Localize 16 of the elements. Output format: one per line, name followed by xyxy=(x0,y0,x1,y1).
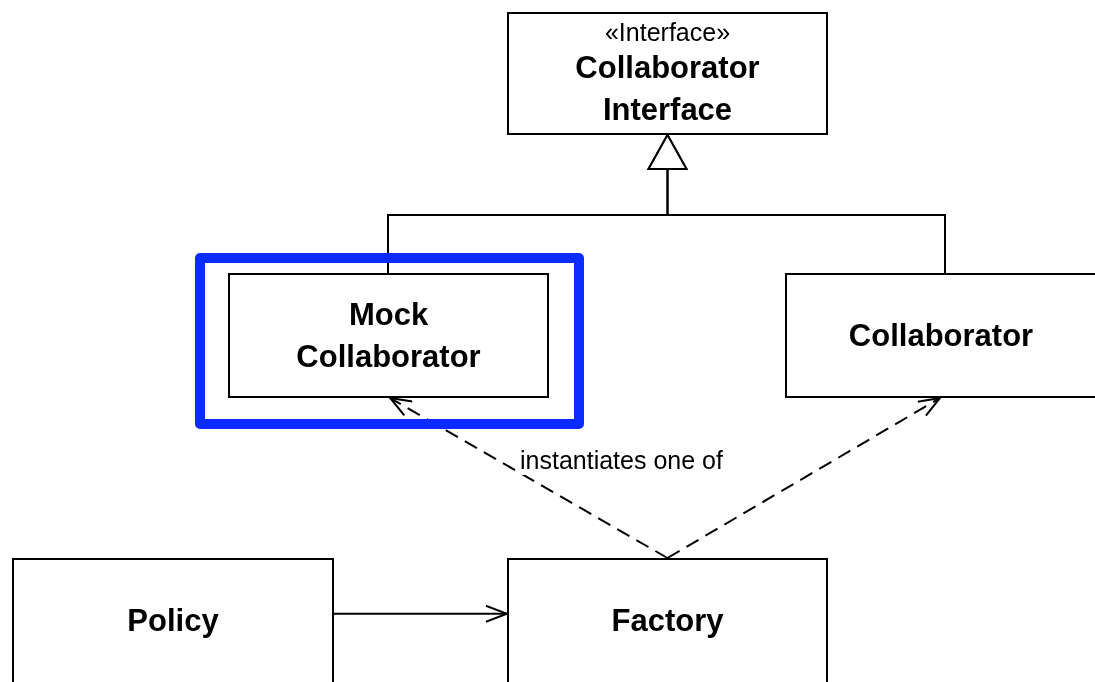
class-name: Collaborator xyxy=(848,316,1034,355)
class-box xyxy=(785,273,1095,398)
class-box xyxy=(507,558,828,682)
interface-class-box xyxy=(507,12,828,135)
stereotype-label: «Interface» xyxy=(604,16,731,47)
dependency-arrow xyxy=(666,397,941,559)
association-arrow xyxy=(333,604,508,623)
highlight-frame xyxy=(195,253,584,429)
dependency-arrow xyxy=(389,397,669,559)
class-box xyxy=(12,558,334,682)
class-name: Factory xyxy=(611,602,724,640)
generalization-arrow xyxy=(647,134,946,274)
class-name: Collaborator Interface xyxy=(574,48,761,129)
class-name: Policy xyxy=(127,602,219,640)
class-name: Mock Collaborator xyxy=(295,295,482,376)
class-box xyxy=(228,273,549,398)
